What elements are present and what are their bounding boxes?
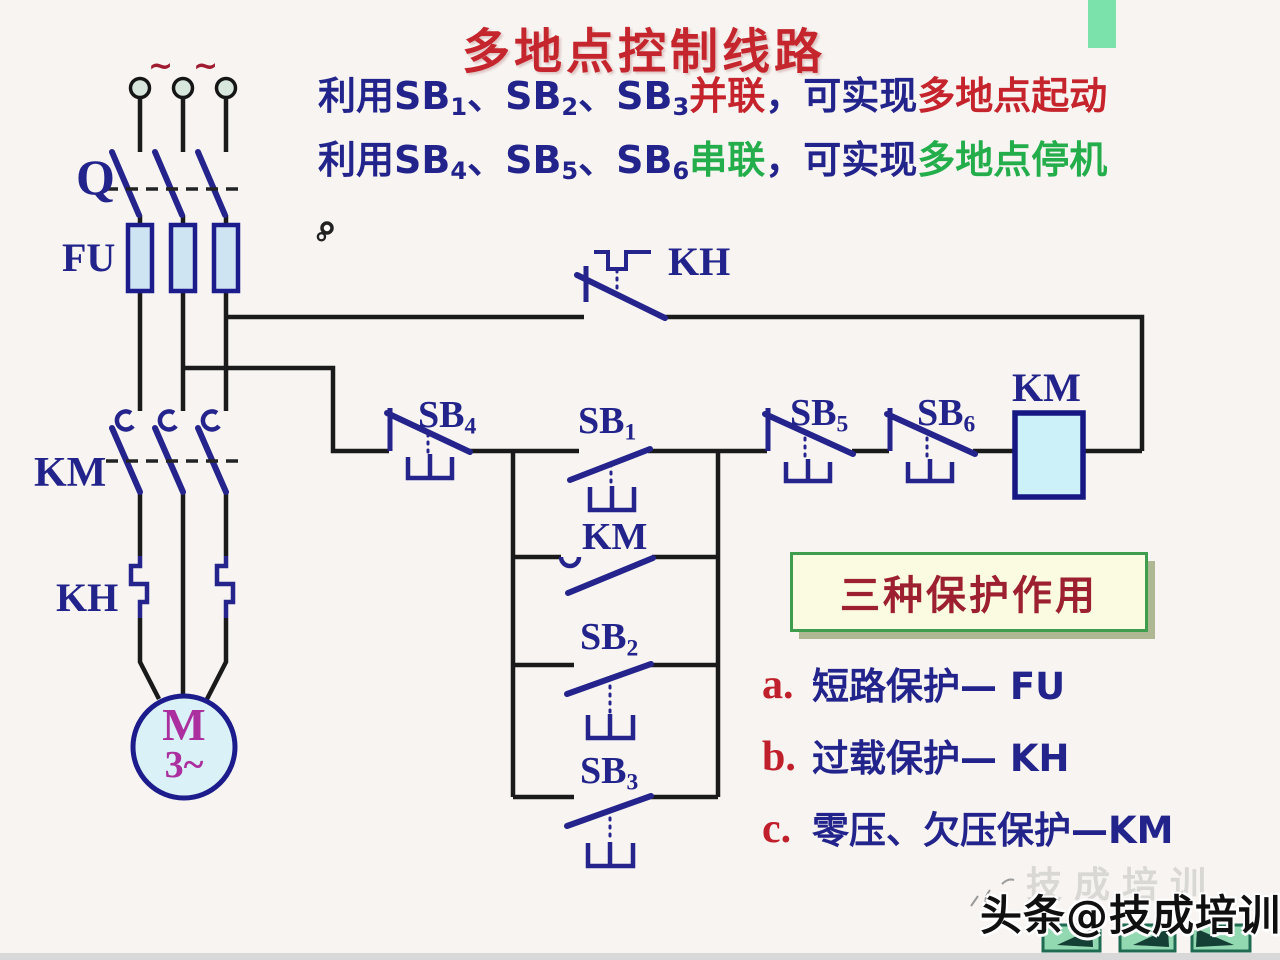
text-segment: 、	[578, 138, 617, 182]
sb1-button-icon	[567, 446, 653, 513]
text-segment: 多地点停机	[917, 138, 1108, 182]
watermark-text: 头条@技成培训	[980, 891, 1280, 940]
motor-m-label: M	[162, 699, 206, 750]
fuse-icon	[125, 222, 241, 294]
subscript: 2	[561, 93, 579, 121]
protection-item-a-text: 短路保护— FU	[812, 665, 1066, 708]
text-segment: SB3	[616, 74, 690, 121]
subtitle-line-2: 利用SB4、SB5、SB6串联，可实现多地点停机	[318, 138, 1108, 185]
label-sb2: SB2	[580, 616, 639, 662]
label-km-main: KM	[34, 450, 107, 496]
kh-heater-icon	[128, 556, 236, 618]
control-wires	[183, 314, 1145, 800]
bottom-grey-strip	[0, 953, 1280, 960]
kh-contact-icon	[574, 250, 668, 321]
label-kh-heater: KH	[56, 575, 119, 620]
sb5-button-icon	[762, 408, 856, 484]
ac-tilde-icon: ~	[193, 49, 219, 84]
page-title: 多地点控制线路	[462, 24, 827, 80]
label-kh-contact: KH	[668, 239, 731, 284]
protection-item-b-marker: b.	[762, 734, 796, 780]
subscript: 6	[672, 157, 690, 185]
subscript: 5	[561, 157, 579, 185]
text-segment: SB4	[394, 138, 468, 185]
label-sb3: SB3	[580, 750, 639, 796]
text-segment: ，可实现	[765, 138, 918, 182]
subscript: 1	[450, 93, 468, 121]
subtitle-line-1: 利用SB1、SB2、SB3并联，可实现多地点起动	[318, 74, 1108, 121]
label-sb5: SB5	[790, 392, 849, 438]
arrow-right-icon	[1196, 929, 1234, 947]
watermark-ghost-text: 技成培训	[1026, 865, 1219, 906]
arrow-left-icon	[1133, 929, 1169, 947]
km-main-contacts-icon	[106, 409, 242, 495]
ac-tilde-icon: ~	[148, 49, 174, 84]
watermark-nav-squares	[1041, 923, 1252, 953]
protection-item-c-marker: c.	[762, 806, 792, 852]
text-segment: ，可实现	[765, 74, 918, 118]
label-sb1: SB1	[578, 400, 637, 446]
protection-item-c-text: 零压、欠压保护—KM	[812, 809, 1174, 852]
text-segment: 、	[578, 74, 617, 118]
label-sb6: SB6	[917, 392, 976, 438]
text-segment: SB5	[505, 138, 579, 185]
power-wires	[137, 98, 229, 701]
text-segment: 、	[467, 74, 506, 118]
motor-icon	[130, 693, 238, 801]
text-segment: 串联	[689, 138, 766, 182]
protection-panel: 三种保护作用	[790, 552, 1148, 632]
km-aux-contact-icon	[558, 555, 656, 596]
km-coil-icon	[1012, 410, 1086, 500]
protection-item-b-text: 过载保护— KH	[812, 737, 1070, 780]
text-segment: 并联	[689, 74, 766, 118]
sb6-button-icon	[884, 408, 978, 484]
small-ring-mark	[320, 221, 334, 235]
label-km-aux: KM	[582, 516, 648, 558]
text-segment: SB6	[616, 138, 690, 185]
protection-heading: 三种保护作用	[840, 573, 1098, 619]
supply-terminal-icon	[128, 76, 238, 100]
text-segment: SB2	[505, 74, 579, 121]
sb2-button-icon	[564, 661, 654, 741]
subscript: 4	[450, 157, 468, 185]
text-segment: 多地点起动	[917, 74, 1108, 118]
green-rectangle-decoration	[1088, 0, 1116, 48]
text-segment: SB1	[394, 74, 468, 121]
sketch-doodle	[970, 878, 1015, 911]
motor-3ph-label: 3~	[164, 744, 204, 786]
text-segment: 、	[467, 138, 506, 182]
arrow-left-icon	[1057, 929, 1093, 947]
text-segment: 利用	[318, 138, 395, 182]
sb4-button-icon	[384, 408, 473, 481]
protection-item-a-marker: a.	[762, 662, 794, 708]
subscript: 3	[672, 93, 690, 121]
stray-period: 。	[316, 213, 345, 246]
q-switch-icon	[106, 149, 242, 218]
label-km-coil: KM	[1012, 365, 1081, 410]
label-fu: FU	[62, 235, 116, 280]
label-sb4: SB4	[418, 394, 477, 440]
text-segment: 利用	[318, 74, 395, 118]
label-q: Q	[76, 149, 115, 205]
sb3-button-icon	[564, 793, 654, 869]
